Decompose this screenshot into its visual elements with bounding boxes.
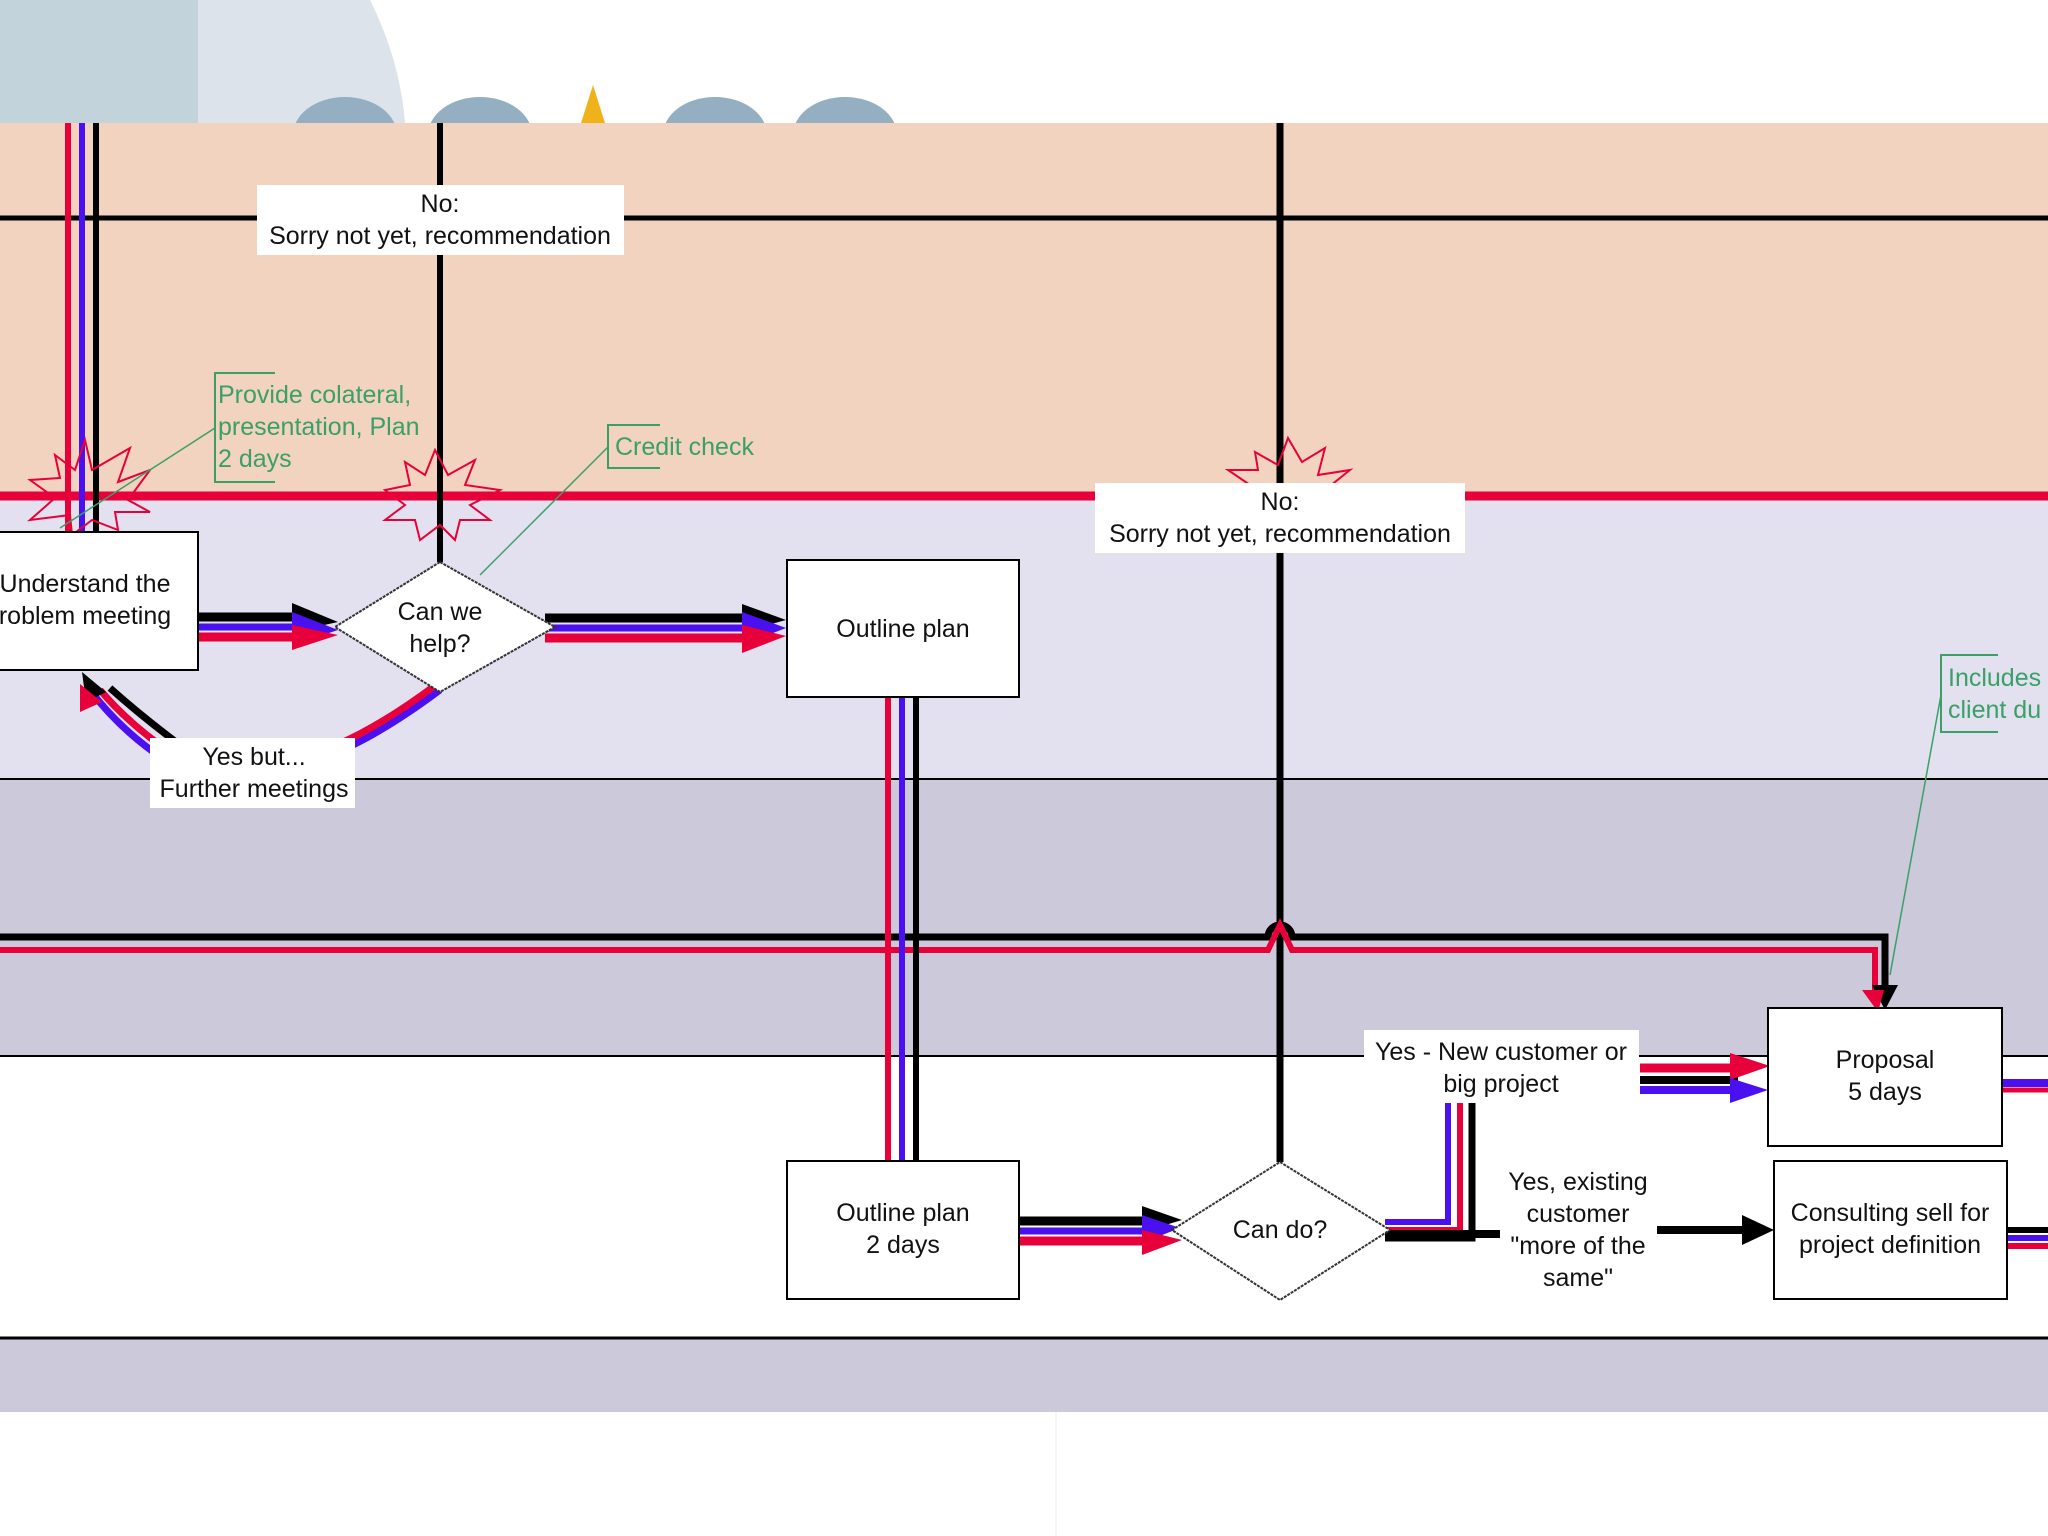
arrow-outline2-to-cando: [1018, 1206, 1182, 1255]
label-no-mid: No:Sorry not yet, recommendation: [1095, 483, 1465, 553]
arrow-understand-to-help: [198, 603, 338, 650]
label-yes-but: Yes but...Further meetings: [150, 738, 355, 808]
arrow-cando-to-consulting: [1385, 1215, 1774, 1245]
lane-3: [0, 779, 2048, 1056]
svg-text:No:Sorry not yet, recommendati: No:Sorry not yet, recommendation: [269, 190, 611, 250]
lane-5: [0, 1339, 2048, 1412]
lane-4: [0, 1056, 2048, 1339]
node-can-do[interactable]: Can do?: [1170, 1160, 1392, 1302]
svg-text:Credit check: Credit check: [615, 433, 754, 461]
label-no-top: No:Sorry not yet, recommendation: [257, 185, 624, 255]
arrow-help-to-outline: [545, 604, 786, 653]
node-outline-plan[interactable]: Outline plan: [786, 559, 1020, 698]
svg-text:Outline plan: Outline plan: [836, 615, 969, 643]
svg-text:No:Sorry not yet, recommendati: No:Sorry not yet, recommendation: [1109, 488, 1451, 548]
svg-text:Can do?: Can do?: [1233, 1216, 1328, 1244]
lane-2: [0, 496, 2048, 779]
svg-text:Yes but...Further meetings: Yes but...Further meetings: [160, 743, 349, 803]
note-credit-check: Credit check: [479, 424, 754, 576]
